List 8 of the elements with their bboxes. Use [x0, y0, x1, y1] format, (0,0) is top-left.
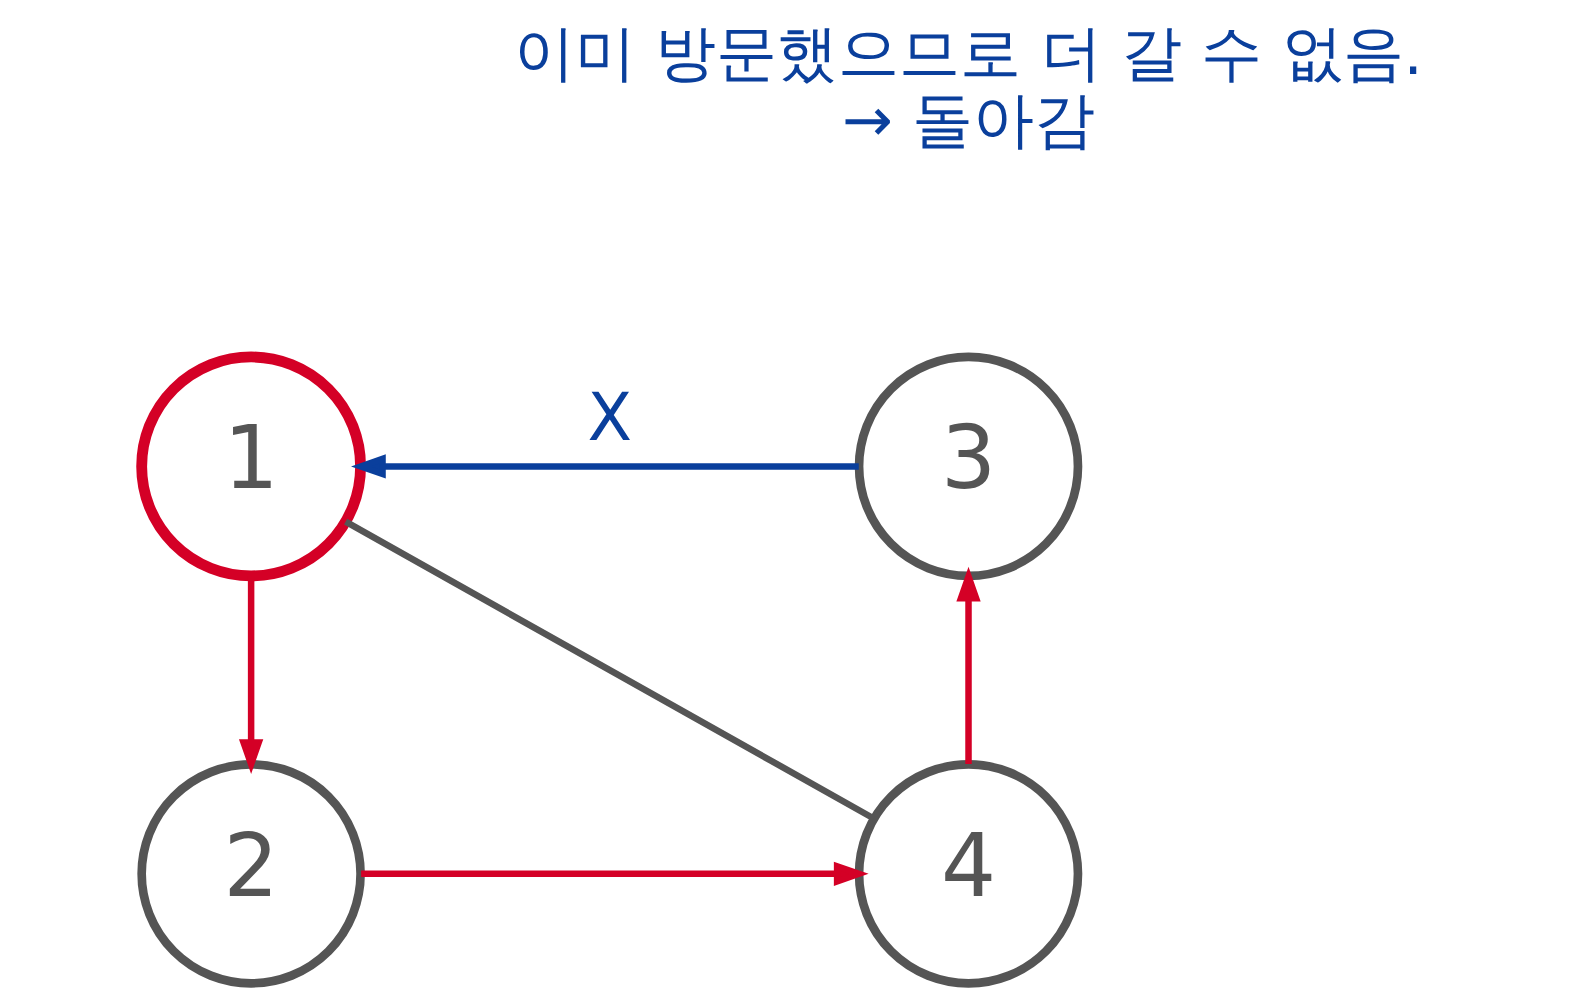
label: → 돌아감 [841, 85, 1096, 156]
label: 이미 방문했으므로 더 갈 수 없음. [514, 17, 1423, 88]
node-circle: 1 [136, 351, 366, 582]
node-circle: 3 [854, 352, 1083, 581]
node-circle: 4 [854, 760, 1083, 988]
node-circle: 2 [137, 760, 365, 988]
arrow [956, 566, 981, 765]
edge-label: X [587, 380, 633, 456]
